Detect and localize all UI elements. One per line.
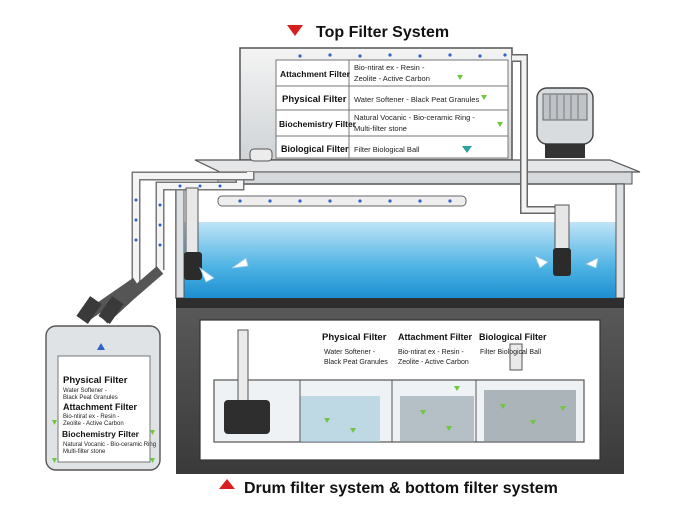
top-filter-box bbox=[239, 47, 513, 161]
drum-green-arrows bbox=[52, 420, 155, 463]
bottom-attachment-line1: Bio-ntirat ex - Resin - bbox=[398, 349, 464, 356]
top-row-3-line1: Natural Vocanic - Bio-ceramic Ring - bbox=[354, 113, 475, 122]
bottom-attachment-name: Attachment Filter bbox=[398, 332, 473, 342]
top-row-1-line2: Zeolite - Active Carbon bbox=[354, 74, 430, 83]
water-flow-arrows bbox=[199, 255, 599, 283]
bottom-biological-line1: Filter Biological Ball bbox=[480, 349, 542, 356]
drum-physical-line1: Water Softener - bbox=[63, 388, 107, 394]
drum-filter-hoses bbox=[76, 266, 164, 324]
bottom-physical-name: Physical Filter bbox=[322, 332, 387, 343]
title-bottom: Drum filter system & bottom filter syste… bbox=[244, 480, 558, 497]
drum-physical-name: Physical Filter bbox=[63, 375, 128, 386]
bottom-physical-line2: Black Peat Granules bbox=[324, 359, 388, 366]
drum-biochemistry-name: Biochemistry Filter bbox=[62, 429, 140, 439]
bottom-attachment-line2: Zeolite - Active Carbon bbox=[398, 359, 469, 366]
top-row-3-name: Biochemistry Filter bbox=[279, 119, 357, 129]
top-row-2-name: Physical Filter bbox=[282, 94, 347, 105]
drum-biochemistry-line1: Natural Vocanic - Bio-ceramic Ring bbox=[63, 442, 156, 448]
spray-bar bbox=[217, 195, 467, 207]
down-triangle-icon bbox=[287, 25, 303, 36]
top-flow-dots bbox=[298, 53, 507, 58]
up-arrow-icon bbox=[97, 343, 105, 350]
bottom-green-arrows bbox=[324, 386, 566, 433]
right-intake-pipe bbox=[512, 54, 571, 276]
top-green-arrows bbox=[457, 75, 503, 153]
bottom-physical-line1: Water Softener - bbox=[324, 349, 376, 356]
top-row-1-name: Attachment Filter bbox=[280, 69, 351, 79]
drum-attachment-name: Attachment Filter bbox=[63, 402, 138, 412]
drum-attachment-line1: Bio-ntirat ex - Resin - bbox=[63, 414, 119, 420]
bottom-sump bbox=[213, 329, 585, 443]
tank-lid bbox=[194, 148, 641, 185]
top-row-1-line1: Bio-ntirat ex - Resin - bbox=[354, 63, 425, 72]
bottom-biological-name: Biological Filter bbox=[479, 332, 547, 342]
top-row-4-line1: Filter Biological Ball bbox=[354, 145, 420, 154]
up-triangle-icon bbox=[219, 479, 235, 489]
left-pipe-flow-dots bbox=[134, 184, 222, 247]
top-row-4-name: Biological Filter bbox=[281, 144, 349, 154]
drum-biochemistry-line2: Multi-filter stone bbox=[63, 449, 106, 455]
drum-attachment-line2: Zeolite - Active Carbon bbox=[63, 421, 124, 427]
pump-motor bbox=[536, 87, 594, 158]
title-top: Top Filter System bbox=[316, 24, 449, 41]
drum-physical-line2: Black Peat Granules bbox=[63, 395, 118, 401]
top-row-3-line2: Multi-filter stone bbox=[354, 124, 407, 133]
top-row-2-line1: Water Softener - Black Peat Granules bbox=[354, 95, 479, 104]
drum-filter bbox=[45, 325, 161, 471]
